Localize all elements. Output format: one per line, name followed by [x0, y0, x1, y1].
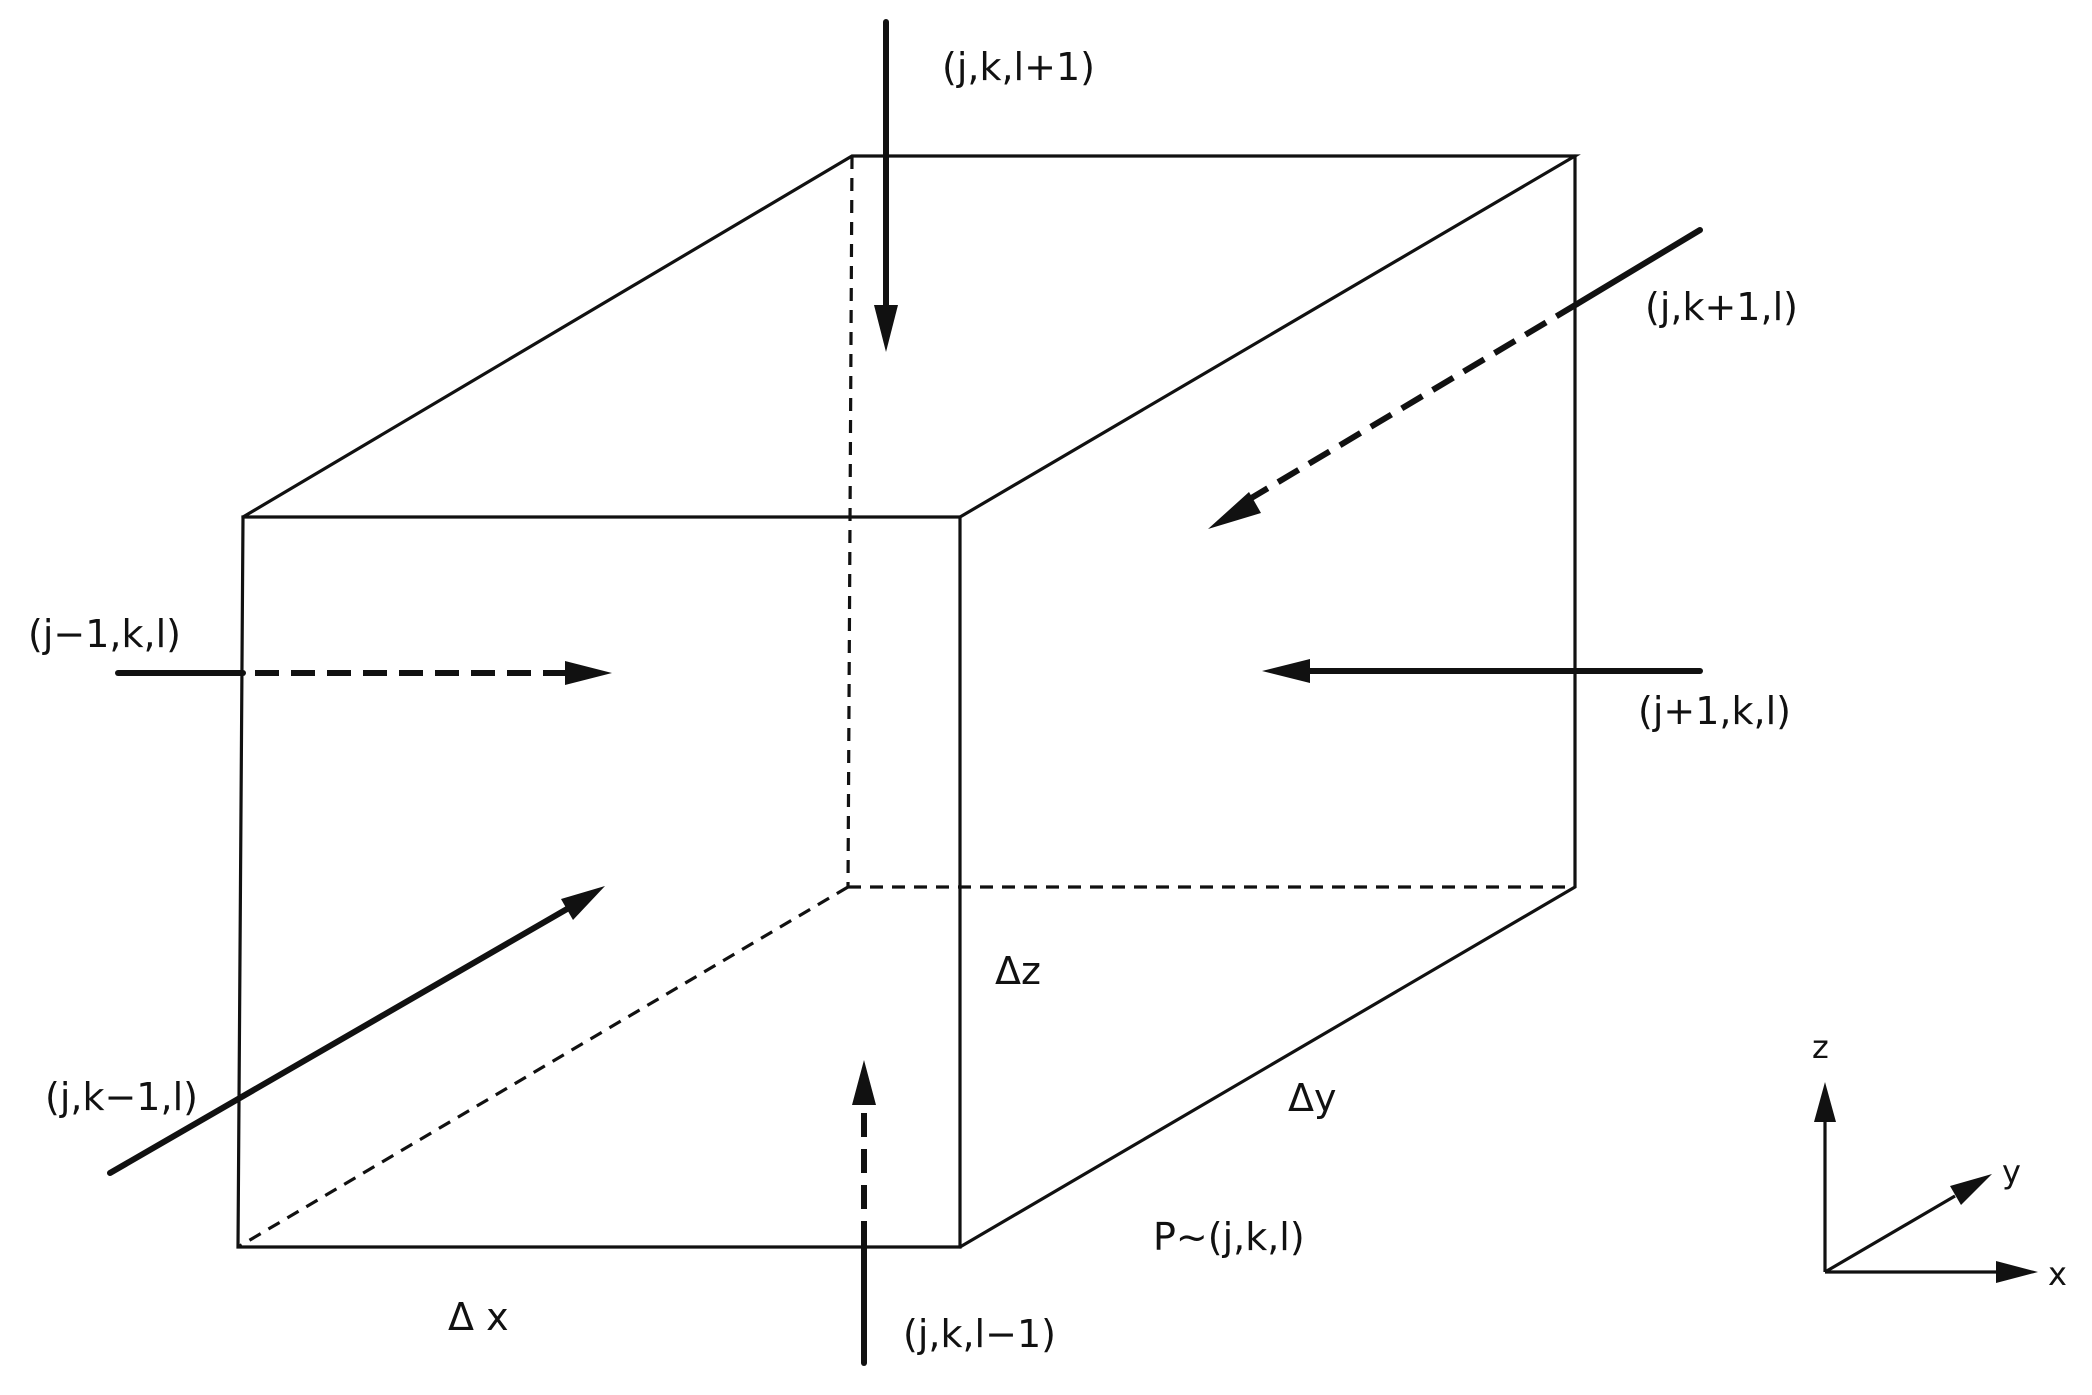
y-axis-line: [1824, 1194, 1956, 1274]
label-top-neighbor: (j,k,l+1): [942, 45, 1095, 89]
cube-front-face: [236, 515, 962, 1249]
cube-hidden-vertical-edge: [846, 155, 854, 888]
dimension-dy: Δy: [1288, 1076, 1336, 1120]
label-back-neighbor: (j,k+1,l): [1645, 285, 1798, 329]
y-axis-arrowhead: [1950, 1174, 1992, 1205]
cube-hidden-depth-edge: [237, 885, 849, 1249]
axis-label-y: y: [2002, 1153, 2021, 1191]
arrow-bottom: [852, 1060, 876, 1366]
label-center-point: P~(j,k,l): [1153, 1215, 1305, 1259]
arrow-back: [1208, 227, 1703, 529]
cube-right-face: [958, 154, 1577, 1249]
coordinate-axes: [1814, 1082, 2038, 1283]
arrow-top: [874, 19, 898, 352]
label-left-neighbor: (j−1,k,l): [28, 612, 181, 656]
label-right-neighbor: (j+1,k,l): [1638, 689, 1791, 733]
axis-label-z: z: [1812, 1028, 1829, 1066]
cube: [236, 154, 1581, 1249]
z-axis-arrowhead: [1814, 1082, 1836, 1122]
dimension-dx: Δ x: [448, 1295, 509, 1339]
x-axis-arrowhead: [1996, 1261, 2038, 1283]
arrow-right: [1262, 659, 1703, 683]
cube-top-face: [241, 154, 1581, 519]
axis-label-x: x: [2048, 1255, 2067, 1293]
label-front-neighbor: (j,k−1,l): [45, 1075, 198, 1119]
label-bottom-neighbor: (j,k,l−1): [903, 1312, 1056, 1356]
dimension-dz: Δz: [995, 949, 1041, 993]
arrow-front: [107, 886, 605, 1176]
arrow-left: [115, 661, 612, 685]
